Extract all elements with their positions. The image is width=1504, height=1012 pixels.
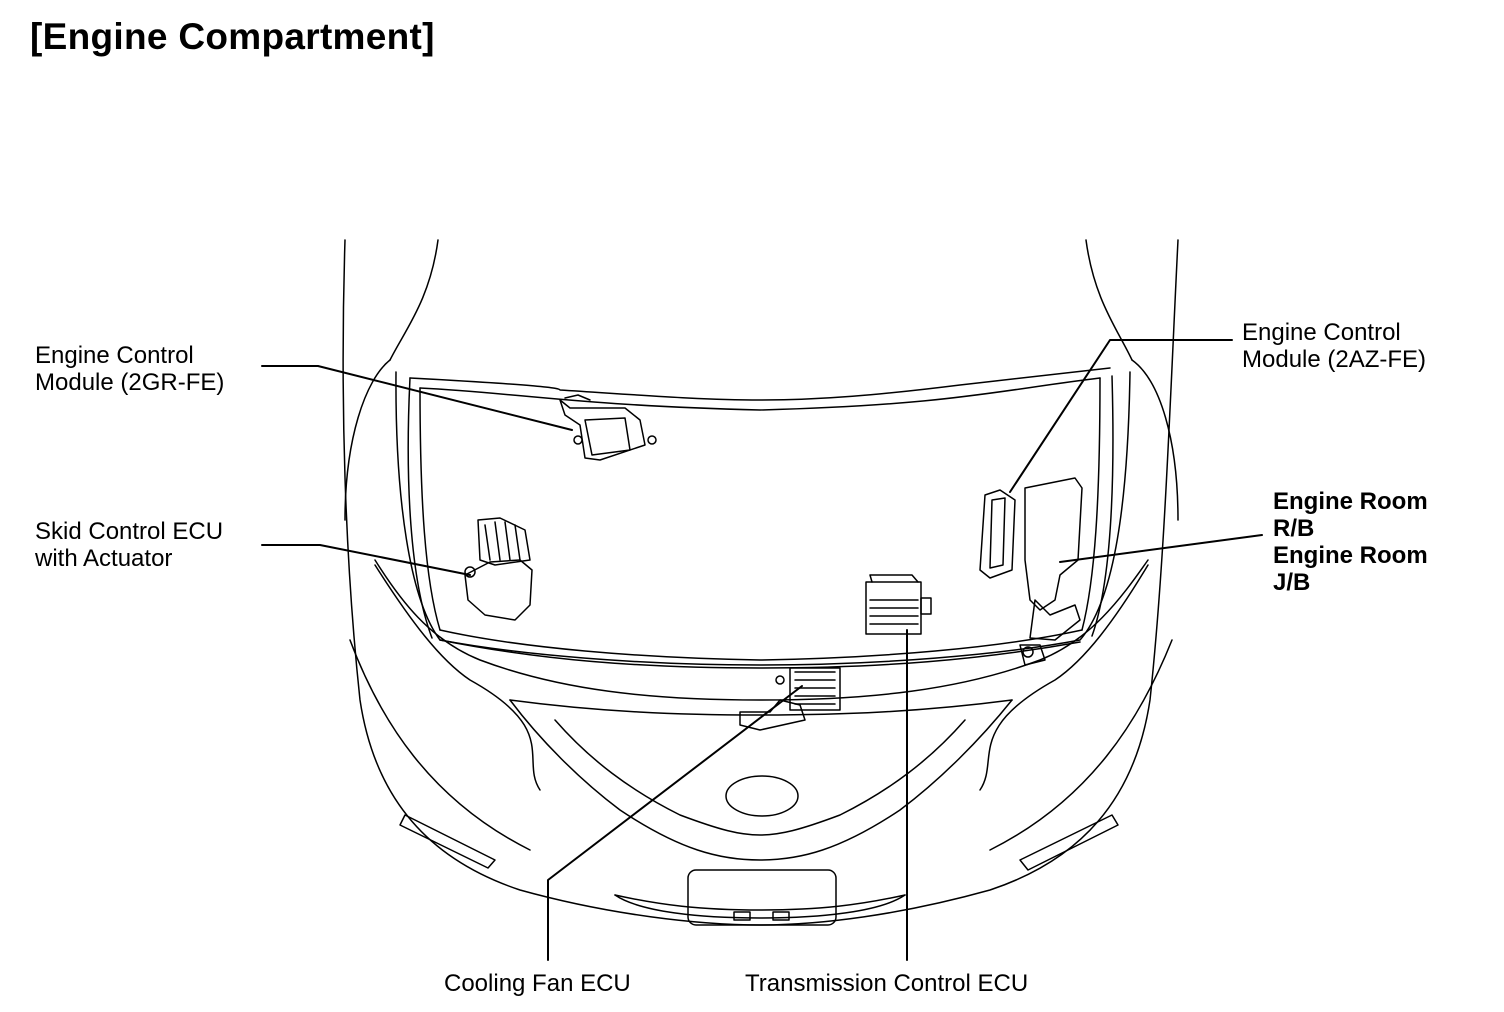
leader-lines — [262, 340, 1262, 960]
engine-room-rb-jb-component — [1020, 478, 1082, 665]
label-ecm-2az: Engine Control Module (2AZ-FE) — [1242, 319, 1427, 373]
label-cooling-fan-ecu: Cooling Fan ECU — [444, 970, 631, 997]
label-ecm-2gr: Engine Control Module (2GR-FE) — [35, 342, 225, 396]
transmission-ecu-component — [866, 575, 931, 634]
diagram-title: [Engine Compartment] — [30, 16, 435, 57]
ecm-2gr-component — [560, 395, 656, 460]
label-engine-room-rb-jb: Engine Room R/B Engine Room J/B — [1273, 488, 1428, 596]
car-body-outline — [343, 240, 1178, 925]
label-skid-control-ecu: Skid Control ECU with Actuator — [35, 518, 224, 572]
ecm-2az-component — [980, 490, 1015, 578]
label-transmission-control-ecu: Transmission Control ECU — [745, 970, 1029, 997]
skid-actuator-component — [465, 518, 532, 620]
